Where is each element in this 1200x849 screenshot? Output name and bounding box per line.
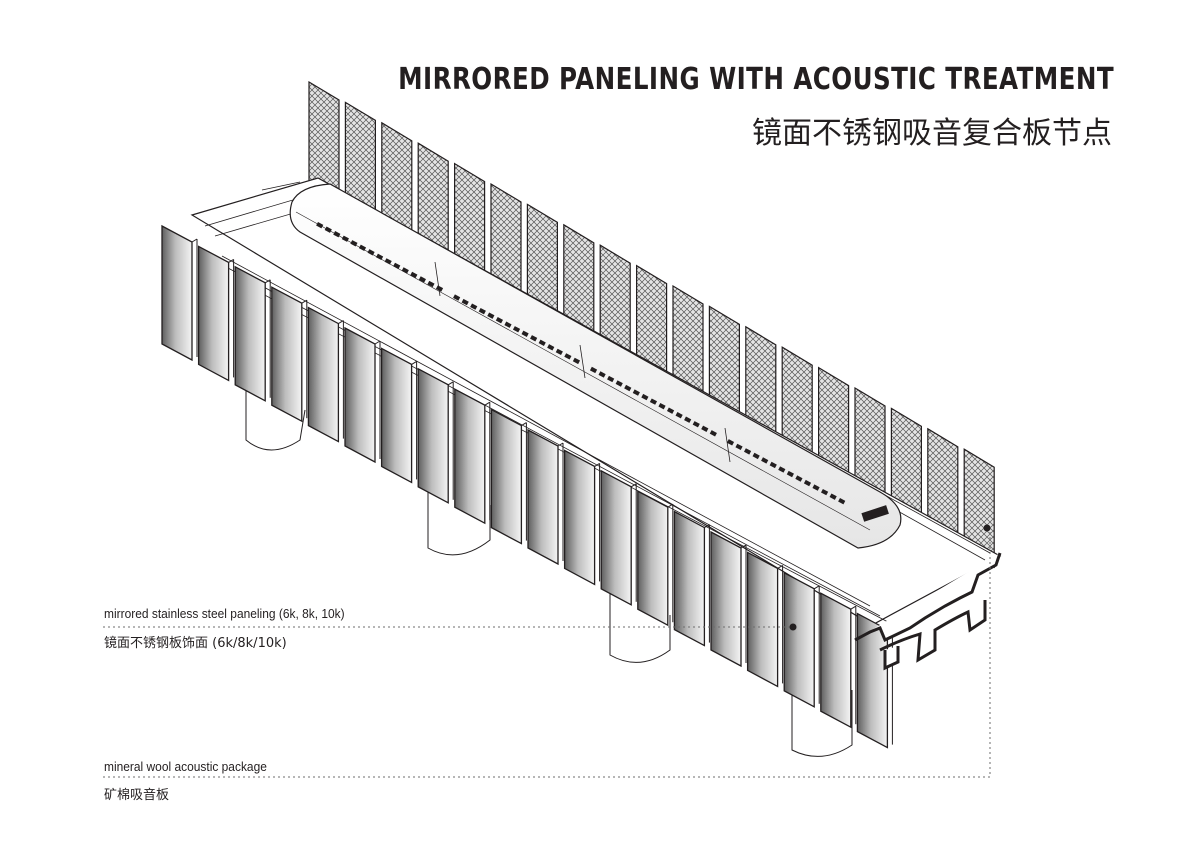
- mirror-panel: [417, 367, 454, 504]
- title-en: MIRRORED PANELING WITH ACOUSTIC TREATMEN…: [398, 62, 1114, 97]
- callout-label-cn: 矿棉吸音板: [104, 788, 170, 803]
- train-icon: [289, 183, 902, 549]
- mirror-panel: [600, 469, 637, 606]
- mirror-panel: [197, 245, 235, 382]
- acoustic-panel-row: [308, 80, 995, 569]
- mirror-panel: [527, 428, 564, 566]
- callout-label-en: mirrored stainless steel paneling (6k, 8…: [104, 606, 345, 621]
- mirror-panel: [856, 612, 893, 749]
- mirror-panel: [271, 286, 308, 423]
- mirror-panel: [820, 592, 857, 729]
- mirror-panel: [161, 224, 198, 362]
- mirror-panel: [673, 510, 710, 647]
- leader-dot-icon: [983, 524, 991, 532]
- mirror-panel: [234, 265, 271, 402]
- mirror-panel: [637, 490, 674, 627]
- mirror-panel: [783, 571, 820, 708]
- leader-lines: [103, 530, 991, 778]
- leader-dot-icon: [789, 623, 797, 631]
- mirror-panel: [746, 551, 784, 688]
- mirror-panel: [710, 530, 747, 668]
- mirror-panel: [344, 326, 381, 464]
- viaduct-section-icon: [854, 552, 1002, 671]
- mirror-panel: [490, 408, 527, 545]
- mirror-panel: [563, 449, 601, 586]
- mirror-panel-row: [161, 224, 893, 749]
- callout-label-cn: 镜面不锈钢板饰面 (6k/8k/10k): [104, 636, 287, 651]
- mirror-panel: [454, 388, 491, 525]
- mirror-panel: [380, 347, 418, 484]
- callout-label-en: mineral wool acoustic package: [104, 759, 267, 774]
- title-cn: 镜面不锈钢吸音复合板节点: [752, 116, 1112, 151]
- mirror-panel: [307, 306, 344, 443]
